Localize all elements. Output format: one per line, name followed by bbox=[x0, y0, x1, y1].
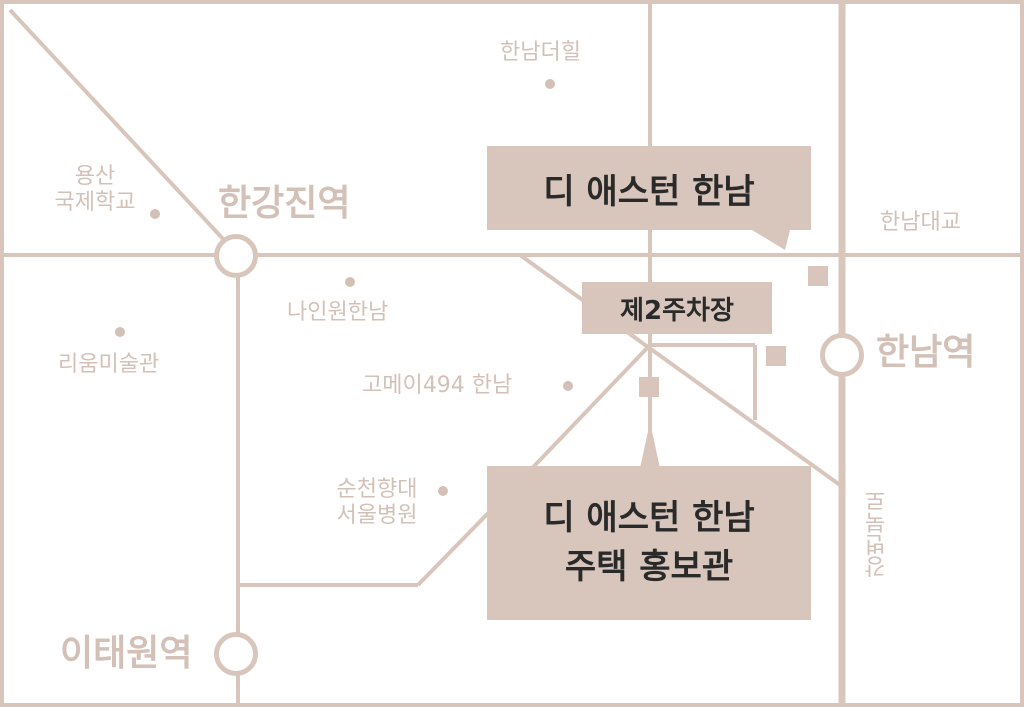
gallery-callout: 디 애스턴 한남 주택 홍보관 bbox=[487, 466, 811, 620]
parking-site-marker bbox=[766, 346, 786, 366]
itaewon-station-marker bbox=[214, 632, 258, 676]
hannam-station-marker bbox=[820, 333, 864, 377]
callout-pointer-project bbox=[752, 230, 790, 250]
gomei-label: 고메이494 한남 bbox=[362, 373, 513, 398]
soonchunhyang-dot bbox=[438, 486, 448, 496]
project-name-callout: 디 애스턴 한남 bbox=[487, 146, 811, 230]
soonchunhyang-line1: 순천향대 bbox=[336, 477, 418, 502]
nine-one-hannam-label: 나인원한남 bbox=[287, 300, 389, 325]
soonchunhyang-label: 순천향대 서울병원 bbox=[322, 477, 432, 530]
soonchunhyang-line2: 서울병원 bbox=[336, 503, 418, 529]
gallery-callout-line2: 주택 홍보관 bbox=[564, 547, 734, 587]
road-diagonal-southeast bbox=[518, 253, 842, 487]
yongsan-school-line1: 용산 bbox=[74, 164, 116, 189]
hannam-bridge-label: 한남대교 bbox=[880, 210, 961, 235]
hangangjin-station-marker bbox=[214, 234, 258, 278]
hangangjin-station-label: 한강진역 bbox=[218, 183, 351, 224]
gomei-dot bbox=[563, 381, 573, 391]
gallery-site-marker bbox=[639, 377, 659, 397]
road-diagonal-northeast bbox=[538, 343, 652, 462]
leeum-label: 리움미술관 bbox=[58, 352, 160, 377]
gangbyeon-road-label: 강변북로 bbox=[865, 490, 890, 578]
parking-callout: 제2주차장 bbox=[582, 282, 772, 334]
road-northwest-diagonal bbox=[8, 8, 240, 257]
yongsan-school-line2: 국제학교 bbox=[54, 190, 136, 216]
nine-one-hannam-dot bbox=[345, 277, 355, 287]
leeum-dot bbox=[115, 327, 125, 337]
callout-pointer-gallery bbox=[640, 422, 660, 468]
yongsan-school-label: 용산 국제학교 bbox=[40, 164, 150, 217]
itaewon-station-label: 이태원역 bbox=[60, 633, 193, 674]
hannam-the-hill-label: 한남더힐 bbox=[500, 40, 581, 65]
hannam-the-hill-dot bbox=[545, 79, 555, 89]
project-site-marker bbox=[808, 266, 828, 286]
gallery-callout-line1: 디 애스턴 한남 bbox=[543, 497, 755, 538]
yongsan-school-dot bbox=[150, 209, 160, 219]
hannam-station-label: 한남역 bbox=[876, 332, 976, 373]
